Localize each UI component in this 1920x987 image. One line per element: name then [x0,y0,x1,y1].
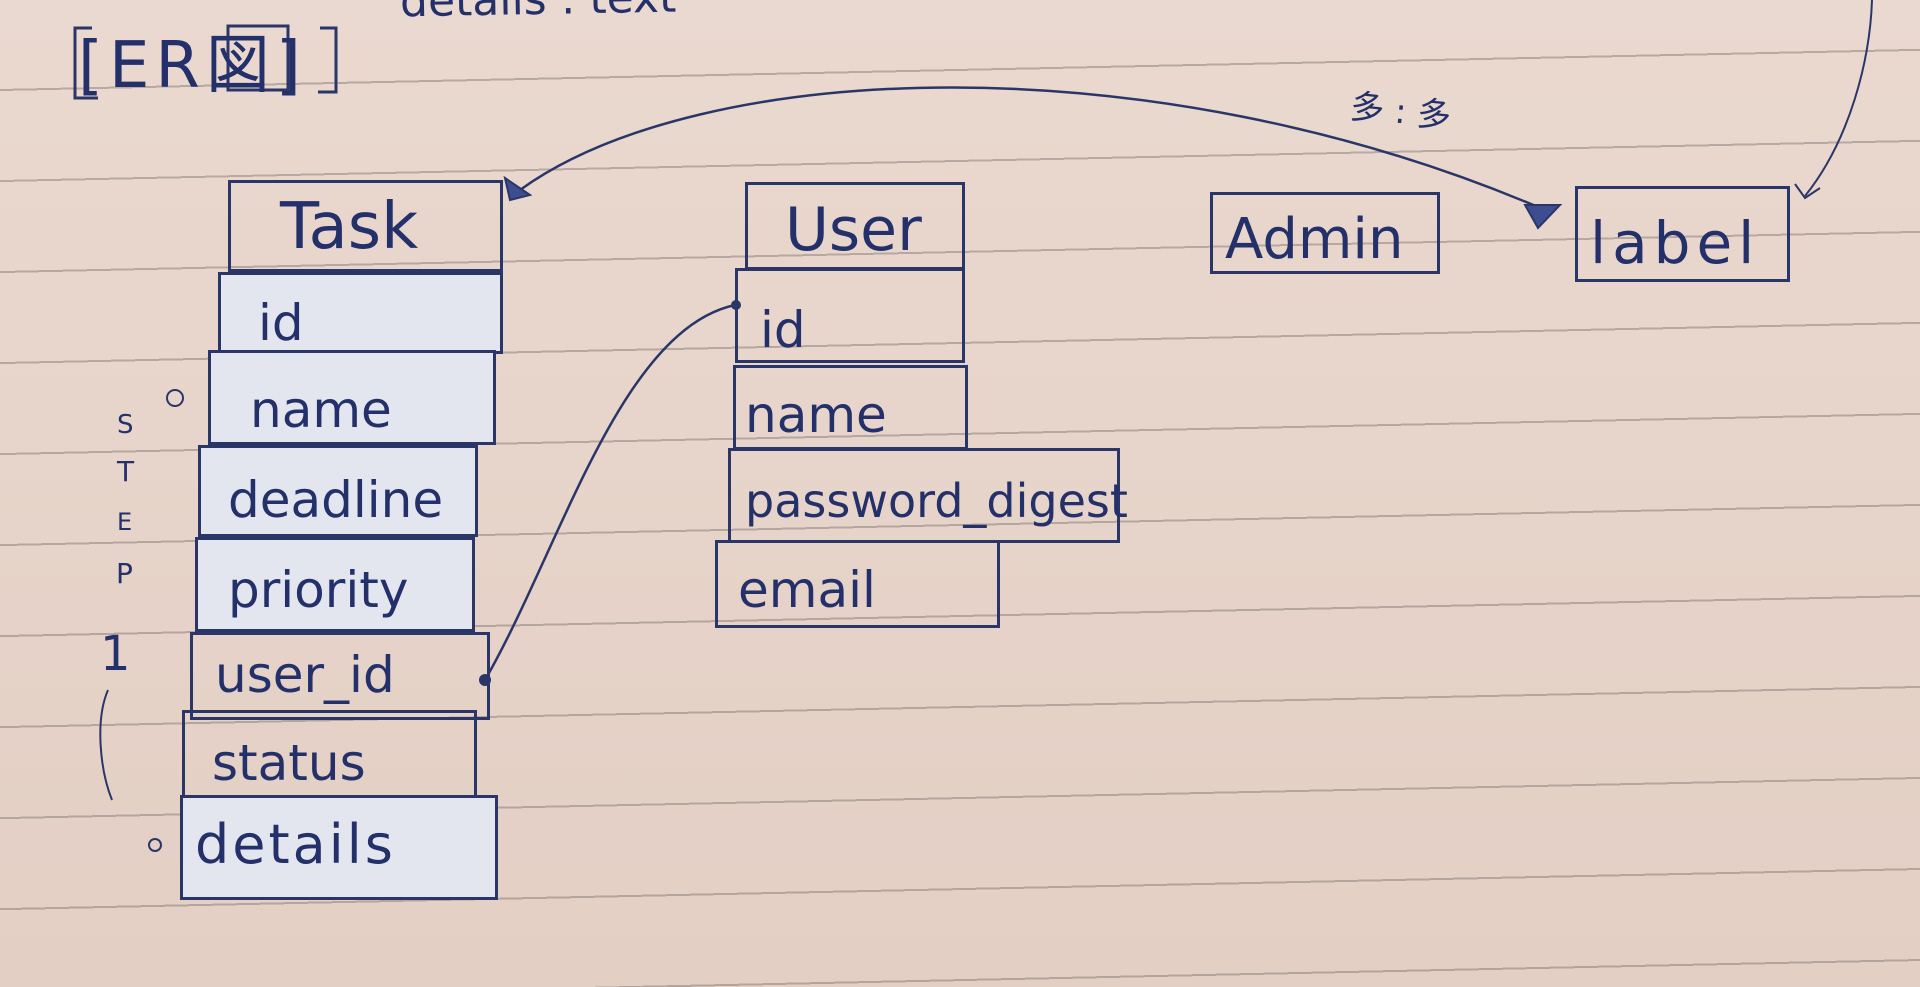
label-entity-box [1575,186,1790,282]
page-title: [ER図] [78,29,307,103]
title-bracket-frame [73,24,338,100]
task-field-name [208,350,496,445]
details-field-marker [148,838,162,852]
user-entity-name: User [785,195,922,265]
step-letter-p: P [116,557,133,590]
task-field-status-label: status [212,734,366,792]
step-number-1: 1 [100,626,131,682]
label-entity-name: label [1590,209,1761,277]
label-relation-arrowhead [1523,204,1563,230]
task-field-deadline-label: deadline [228,471,444,529]
task-field-priority [195,537,475,632]
admin-entity-box [1210,192,1440,274]
step-letter-s: S [117,410,134,440]
incoming-note-arrow [1804,0,1873,197]
name-field-marker [166,389,184,407]
step-letter-e: E [117,508,133,536]
user-field-name-label: name [745,386,887,444]
step-bracket [99,689,113,801]
user-pk-connector-dot [731,300,741,310]
task-field-priority-label: priority [228,561,409,619]
task-header-box [228,180,503,272]
task-field-user-id-label: user_id [215,646,395,704]
task-field-name-label: name [250,381,392,439]
user-id-connector-dot [479,674,491,686]
task-entity-name: Task [280,190,419,264]
admin-entity-name: Admin [1225,207,1404,272]
task-field-details [180,795,498,900]
task-label-relation-line [519,86,1546,212]
user-id-foreign-key-line [483,303,736,681]
step-letter-t: T [117,455,135,488]
task-field-details-label: details [195,813,396,876]
user-field-email-label: email [738,561,876,619]
task-relation-arrowhead [503,175,533,202]
user-field-id [735,268,965,363]
task-field-id-label: id [258,294,304,352]
incoming-note-arrowhead [1794,183,1821,200]
user-field-id-label: id [760,301,806,359]
user-field-email [715,540,1000,628]
user-field-password-digest-label: password_digest [745,474,1128,528]
task-field-deadline [198,445,478,537]
